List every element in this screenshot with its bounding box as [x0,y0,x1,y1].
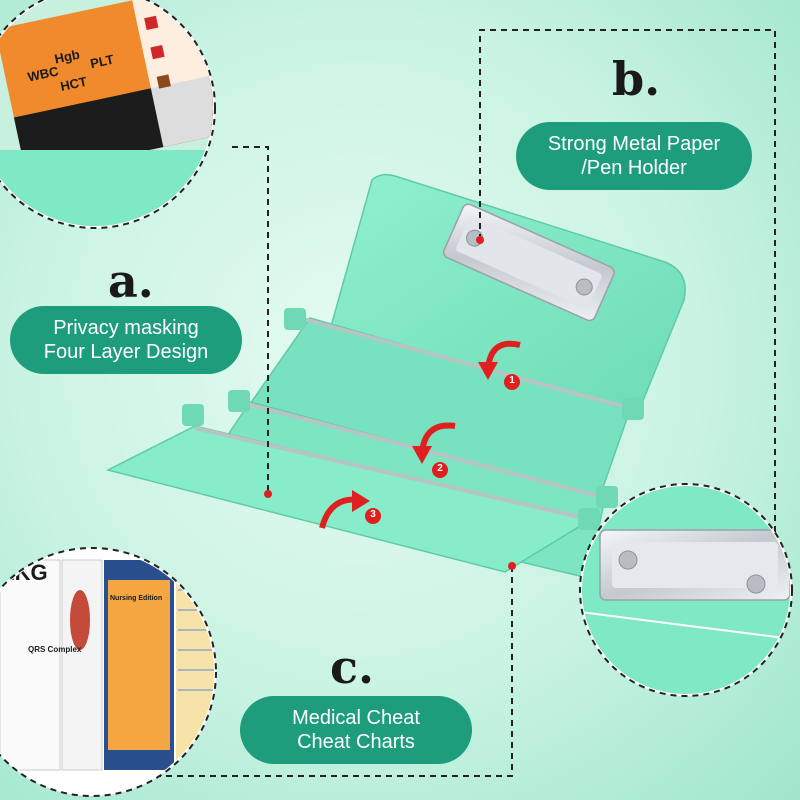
fold-arrow-1 [478,340,521,390]
zoom-circle-metal-clip [579,483,793,697]
callout-a-line2: Four Layer Design [43,341,209,363]
fold-arrow-2 [412,422,456,478]
cheat-sheet-header: Nursing Edition [110,595,162,602]
callout-a-letter: a. [108,254,154,308]
step-number-3: 3 [370,509,376,520]
callout-connectors [99,29,790,777]
callout-b-line2: /Pen Holder [581,157,687,179]
zoom-circle-cheat-card: WBC Hgb PLT HCT [0,0,216,229]
callout-c-letter: c. [330,640,375,694]
callout-c-line2: Cheat Charts [297,731,415,753]
hinge-rod-1 [299,316,637,412]
fold-arrow-3 [319,490,381,529]
clipboard [105,173,686,579]
callout-c-line1: Medical Cheat [292,707,420,729]
cheat-sheet-panel-title: QRS Complex [28,645,82,654]
callout-b-pill: Strong Metal Paper /Pen Holder [516,122,752,190]
hinge-rod-3 [194,426,593,522]
callout-b-line1: Strong Metal Paper [547,133,721,155]
chart-card-text-3: PLT [89,52,115,72]
metal-clip [442,203,615,322]
callout-c-pill: Medical Cheat Cheat Charts [240,696,472,764]
fold-arrows [319,340,521,529]
zoom-circle-cheat-sheets: EKG QRS Complex Nursing Edition [0,547,217,797]
callout-b-letter: b. [612,52,661,106]
step-number-1: 1 [509,375,515,386]
callout-a-pill: Privacy masking Four Layer Design [10,306,242,374]
step-number-2: 2 [437,463,443,474]
cheat-sheet-title: EKG [0,560,48,585]
callout-a-line1: Privacy masking [53,317,199,339]
chart-card-text-4: HCT [59,74,88,94]
chart-card-text-1: WBC [26,63,60,84]
chart-card-text-2: Hgb [53,47,81,67]
